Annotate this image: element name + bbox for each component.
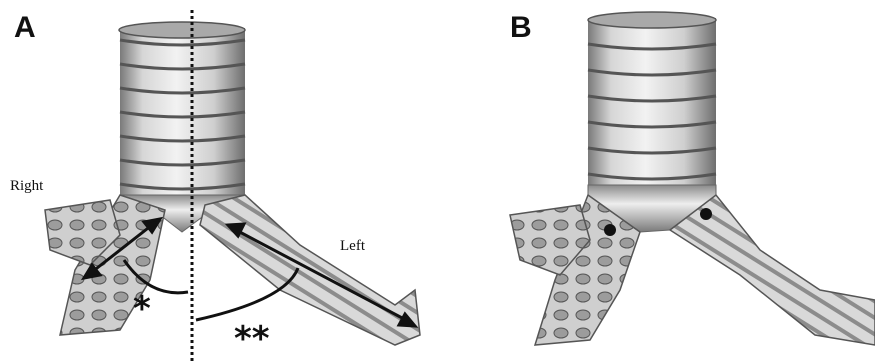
left-bronchus-b [670,195,875,345]
left-angle-marker: ** [234,319,270,359]
left-label: Left [340,238,366,254]
panel-letter-b: B [510,11,532,44]
left-bronchus-length-arrow [228,224,415,326]
trachea-b [588,12,716,232]
right-angle-marker: * [133,289,151,329]
panel-letter-a: A [14,11,36,44]
right-bronchus-dot [604,224,616,236]
right-label: Right [10,178,44,194]
panel-a: A [10,10,420,361]
left-bronchus-dot [700,208,712,220]
right-bronchus-b [510,195,640,345]
panel-b: B [510,11,875,345]
